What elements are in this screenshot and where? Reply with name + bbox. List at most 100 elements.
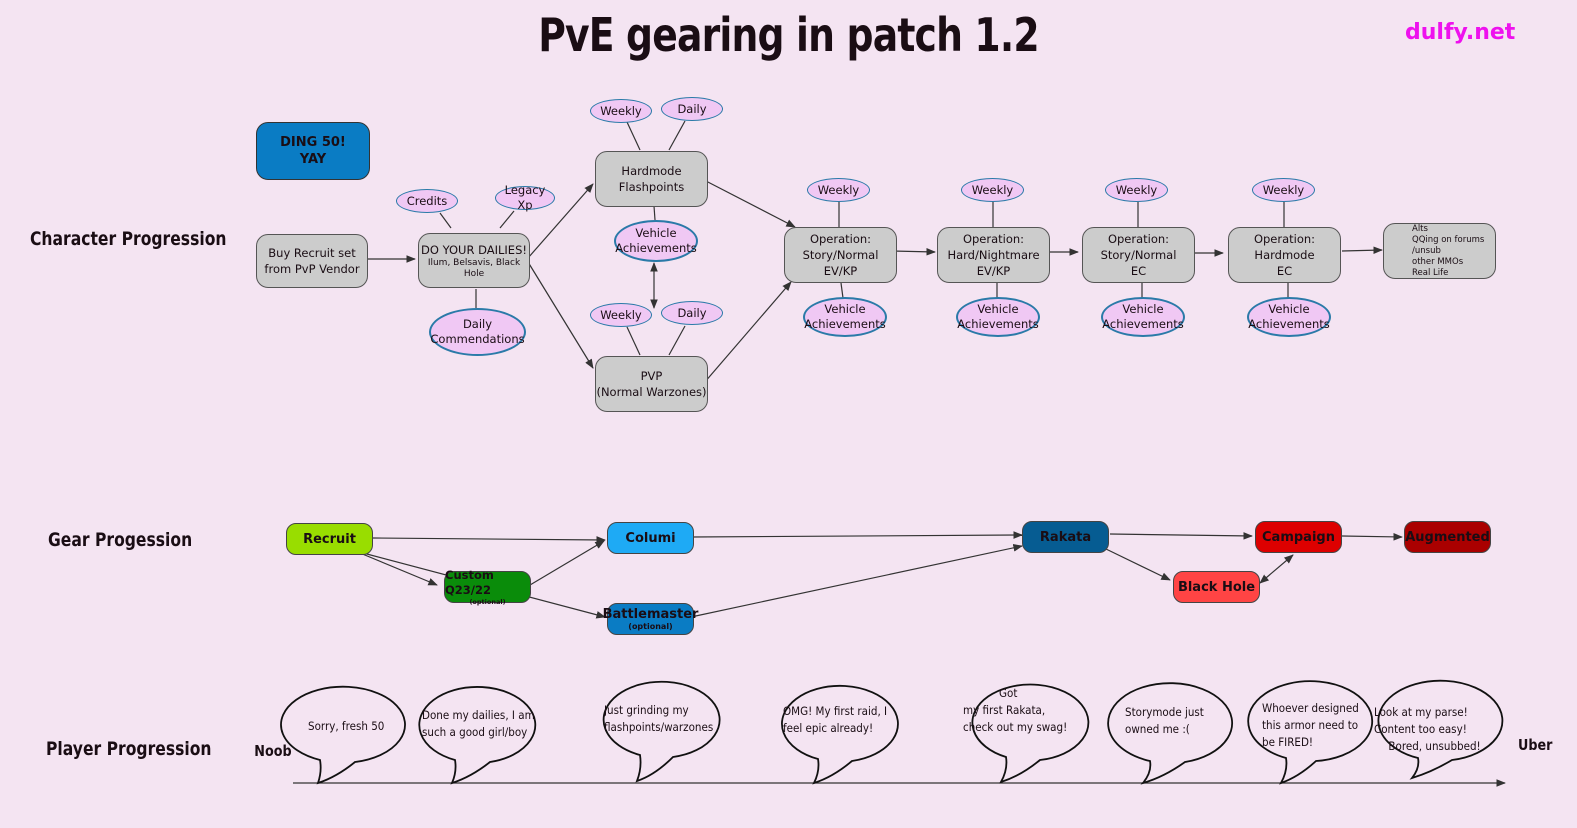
oval-legacy-xp: Legacy Xp [495,183,555,212]
gear-sublabel: (optional) [628,622,673,631]
brand-watermark[interactable]: dulfy.net [1405,20,1516,45]
row-label-player: Player Progression [46,738,212,760]
oval-text: Vehicle [1268,302,1310,316]
arrow-campaign-to-augmented [1341,533,1403,541]
node-text: EC [1276,264,1293,278]
oval-daily-commendations: Daily Commendations [429,308,526,356]
oval-weekly-flashpoints: Weekly [590,99,652,123]
arrow-custom-to-columi [529,540,605,586]
oval-text: Vehicle [635,226,677,240]
node-text: Real Life [1412,267,1449,278]
oval-text: Achievements [1248,317,1330,331]
oval-text: Vehicle [824,302,866,316]
oval-weekly-op3: Weekly [1105,178,1168,202]
gear-node-columi[interactable]: Columi [607,522,694,554]
gear-label: Augmented [1405,529,1490,545]
oval-weekly-op1: Weekly [807,178,870,202]
node-text: /unsub [1412,245,1441,256]
gear-node-recruit[interactable]: Recruit [286,523,373,555]
row-label-character: Character Progression [30,228,227,250]
ding-line-1: DING 50! [280,135,346,150]
node-text: QQing on forums [1412,234,1485,245]
speech-bubble-line: such a good girl/boy [422,725,528,739]
oval-weekly-op4: Weekly [1252,178,1315,202]
arrow-flashpoints-to-op1 [703,179,796,228]
node-text: Hard/Nightmare [947,248,1040,262]
arrow-op4-to-endgame [1341,246,1383,255]
speech-bubble-line: Bored, unsubbed! [1388,739,1481,753]
ding-50-badge: DING 50! YAY [256,122,370,180]
speech-bubble-line: check out my swag! [963,720,1068,734]
speech-bubble-line: owned me :( [1125,722,1190,736]
node-text: EV/KP [976,264,1011,278]
arrow-dailies-to-pvp [527,261,594,369]
oval-vehicle-achievements-op1: Vehicle Achievements [803,297,887,337]
node-text: Operation: [809,232,872,246]
node-operation-story-ec[interactable]: Operation: Story/Normal EC [1082,227,1195,283]
arrow-recruit-to-columi [372,536,606,544]
oval-text: Vehicle [977,302,1019,316]
oval-text: Vehicle [1122,302,1164,316]
speech-bubble-line: this armor need to [1262,718,1359,732]
node-text: DO YOUR DAILIES! [421,242,527,257]
speech-bubble-line: Done my dailies, I am [422,708,535,722]
speech-bubble-text: Got my first Rakata, check out my swag! [963,685,1067,736]
node-buy-recruit-set[interactable]: Buy Recruit set from PvP Vendor [256,234,368,288]
gear-label: Columi [625,530,676,546]
node-text: other MMOs [1412,256,1464,267]
oval-text: Achievements [957,317,1039,331]
player-end-label: Uber [1518,736,1553,754]
node-operation-story-evkp[interactable]: Operation: Story/Normal EV/KP [784,227,897,283]
node-text: Hardmode [1254,248,1315,262]
speech-bubble-text: Look at my parse!Content too easy!Bored,… [1374,704,1481,755]
gear-label: Custom Q23/22 [445,567,494,597]
arrow-rakata-to-blackhole [1105,548,1171,581]
node-text: (Normal Warzones) [596,385,707,399]
arrow-pvp-to-op1 [703,281,792,384]
node-text: Story/Normal [1100,248,1177,262]
oval-weekly-pvp: Weekly [590,303,652,327]
gear-node-battlemaster[interactable]: Battlemaster (optional) [603,603,698,635]
speech-bubble-text: Done my dailies, I am such a good girl/bo… [422,707,535,741]
gear-label: Black Hole [1177,579,1256,595]
oval-daily-pvp: Daily [661,301,723,325]
node-operation-hardmode-ec[interactable]: Operation: Hardmode EC [1228,227,1341,283]
oval-vehicle-achievements-op4: Vehicle Achievements [1247,297,1331,337]
gear-label: Campaign [1262,529,1335,545]
node-text: Operation: [962,232,1025,246]
gear-node-black-hole[interactable]: Black Hole [1173,571,1260,603]
arrow-recruit-to-custom [359,552,438,586]
gear-node-custom[interactable]: Custom Q23/22 (optional) [444,567,531,606]
gear-node-rakata[interactable]: Rakata [1022,521,1109,553]
oval-text: Achievements [615,241,697,255]
node-pvp-warzones[interactable]: PVP (Normal Warzones) [595,356,708,412]
node-text: EC [1130,264,1147,278]
node-text: Story/Normal [802,248,879,262]
oval-weekly-op2: Weekly [961,178,1024,202]
node-do-your-dailies[interactable]: DO YOUR DAILIES! Ilum, Belsavis, Black H… [418,233,530,288]
speech-bubble-line: Got [999,686,1018,700]
node-hardmode-flashpoints[interactable]: Hardmode Flashpoints [595,151,708,207]
speech-bubble-line: my first Rakata, [963,703,1046,717]
oval-vehicle-achievements-op2: Vehicle Achievements [956,297,1040,337]
node-text: Hardmode [621,164,682,178]
node-text: from PvP Vendor [264,262,360,276]
oval-text: Commendations [430,332,525,346]
gear-node-campaign[interactable]: Campaign [1255,521,1342,553]
node-operation-hard-evkp[interactable]: Operation: Hard/Nightmare EV/KP [937,227,1050,283]
node-subtext: Ilum, Belsavis, Black Hole [427,257,521,279]
gear-node-augmented[interactable]: Augmented [1404,521,1491,553]
node-text: Alts [1412,223,1428,234]
speech-bubble-line: be FIRED! [1262,735,1314,749]
page-title: PvE gearing in patch 1.2 [538,8,1039,62]
arrow-rakata-to-campaign [1109,532,1253,540]
speech-bubble-line: Look at my parse! [1374,705,1468,719]
speech-bubble-line: Just grinding my [604,703,689,717]
node-text: PVP [640,369,663,383]
ding-line-2: YAY [299,152,327,167]
node-endgame-options[interactable]: Alts QQing on forums /unsub other MMOs R… [1383,223,1496,279]
